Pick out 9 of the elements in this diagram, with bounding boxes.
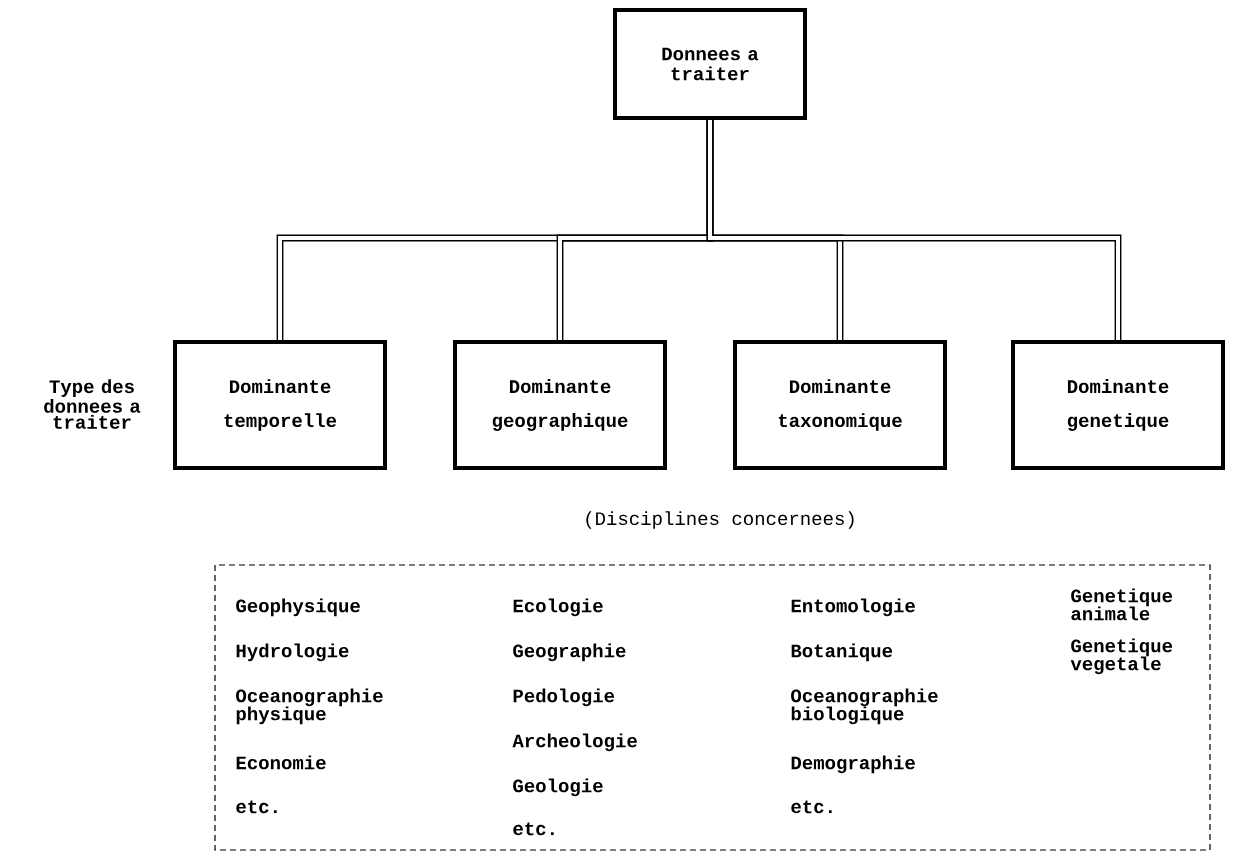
connector	[706, 120, 1122, 340]
category-box: Dominante genetique	[1011, 340, 1225, 470]
category-box: Dominante taxonomique	[733, 340, 947, 470]
caption-label: (Disciplines concernees)	[586, 511, 854, 529]
category-box: Dominante geographique	[453, 340, 667, 470]
root-box: Donnees a traiter	[613, 8, 807, 120]
side-label: Type des donnees a traiter	[44, 379, 141, 429]
category-box: Dominante temporelle	[173, 340, 387, 470]
dashed-box: Geophysique Hydrologie Oceanographie physique Economie etc. Ecologie Geographie Pedologie Archeologie Geologie etc. Entomologie Botanique Oceanographie biologique Demographie etc. Genetique animale Genetique vegetale	[214, 564, 1211, 851]
